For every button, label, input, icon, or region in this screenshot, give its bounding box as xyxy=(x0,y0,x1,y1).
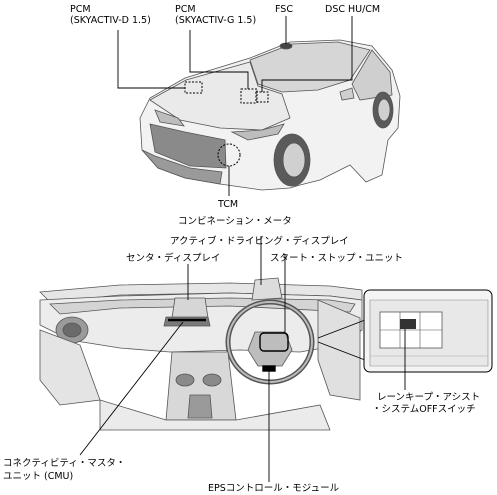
dsc-marker xyxy=(255,91,269,103)
switch-inset xyxy=(317,289,493,373)
label-cmu-1: コネクティビティ・マスタ・ xyxy=(3,458,126,469)
component-markers xyxy=(184,81,269,167)
label-pcm-d: PCM xyxy=(70,4,91,15)
eps-marker xyxy=(262,365,276,372)
interior-leader-lines xyxy=(79,236,406,482)
label-pcm-d-sub: (SKYACTIV-D 1.5) xyxy=(70,15,151,26)
label-pcm-g-sub: (SKYACTIV-G 1.5) xyxy=(175,15,257,26)
label-combination-meter: コンビネーション・メータ xyxy=(178,216,292,227)
label-lane-keep-1: レーンキープ・アシスト xyxy=(377,392,481,403)
label-lane-keep-2: ・システムOFFスイッチ xyxy=(372,404,476,415)
tcm-marker xyxy=(217,143,241,167)
label-fsc: FSC xyxy=(275,4,293,15)
interior-illustration xyxy=(39,277,363,431)
pcm-g-marker xyxy=(240,88,258,104)
pcm-d-marker xyxy=(184,81,203,94)
lane-keep-switch-button xyxy=(400,319,416,329)
car-leader-lines xyxy=(117,16,353,196)
label-active-driving-display: アクティブ・ドライビング・ディスプレイ xyxy=(170,236,349,247)
car-illustration xyxy=(139,39,401,191)
label-dsc: DSC HU/CM xyxy=(325,4,381,15)
label-eps: EPSコントロール・モジュール xyxy=(208,483,340,494)
label-pcm-g: PCM xyxy=(175,4,196,15)
label-center-display: センタ・ディスプレイ xyxy=(126,253,221,264)
start-stop-unit-marker xyxy=(259,332,289,352)
label-cmu-2: ユニット (CMU) xyxy=(3,471,74,482)
label-tcm: TCM xyxy=(218,199,239,210)
label-start-stop-unit: スタート・ストップ・ユニット xyxy=(270,253,404,264)
